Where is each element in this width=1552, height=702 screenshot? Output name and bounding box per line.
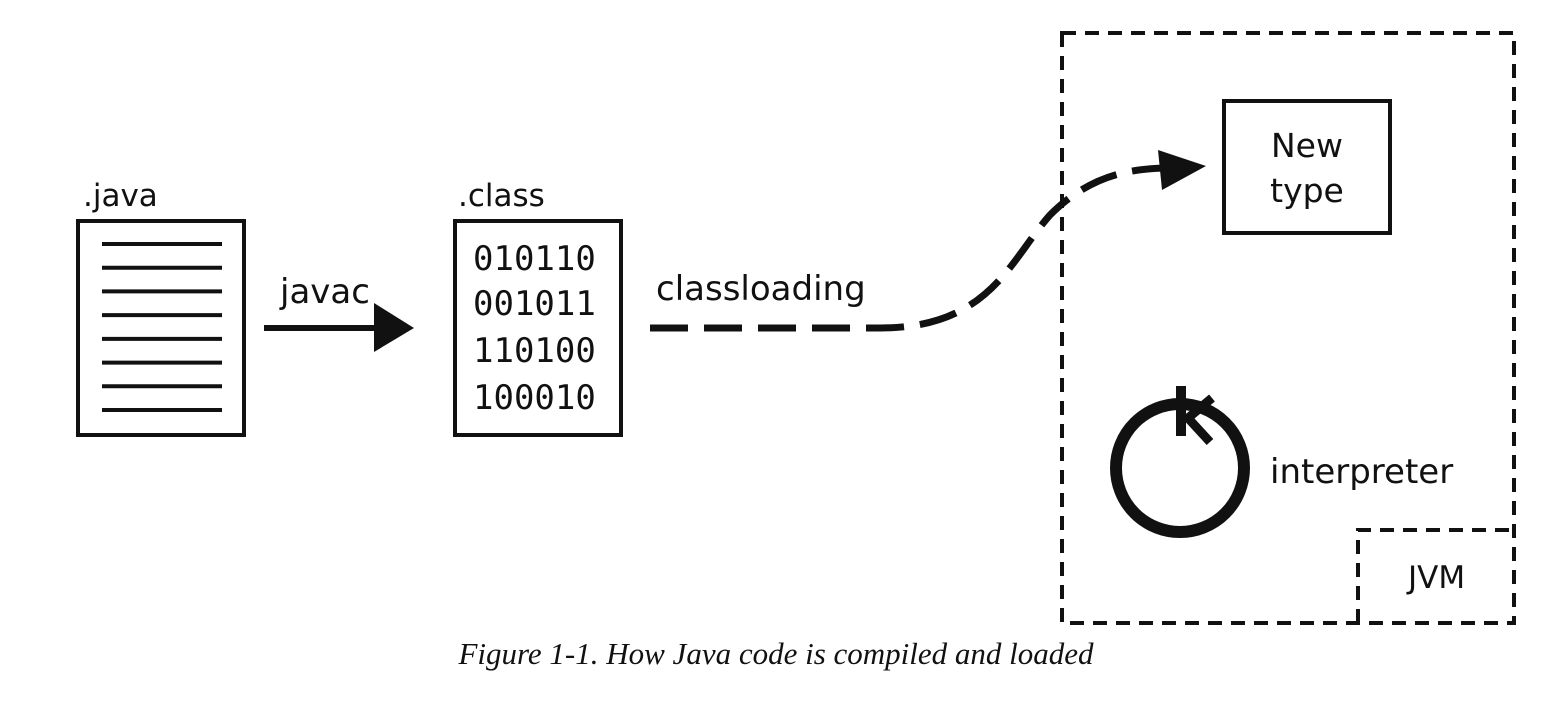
bytecode-line-2: 001011 xyxy=(473,284,596,324)
source-code-lines xyxy=(102,242,222,412)
classloading-label: classloading xyxy=(656,269,866,309)
figure-caption: Figure 1-1. How Java code is compiled an… xyxy=(458,636,1094,671)
java-file-label: .java xyxy=(83,178,158,214)
javac-label: javac xyxy=(279,272,370,312)
interpreter-label: interpreter xyxy=(1270,452,1453,492)
new-type-label-line-1: New xyxy=(1271,126,1343,165)
jvm-label-box xyxy=(1356,528,1514,623)
bytecode-line-4: 100010 xyxy=(473,378,596,418)
classloading-arrow xyxy=(650,164,1173,332)
compile-arrow-head xyxy=(374,303,414,352)
interpreter-loop-arrow-icon xyxy=(1181,394,1215,446)
bytecode-line-3: 110100 xyxy=(473,331,596,371)
java-source-file xyxy=(76,219,246,437)
bytecode-line-1: 010110 xyxy=(473,239,596,279)
classloading-arrow-head xyxy=(1158,150,1206,190)
jvm-label: JVM xyxy=(1406,560,1465,596)
java-compile-load-diagram: .java javac .class 010110 001011 110100 … xyxy=(76,31,1516,625)
new-type-label-line-2: type xyxy=(1270,171,1344,210)
class-bytecode-file xyxy=(453,219,623,437)
class-file-label: .class xyxy=(458,178,545,214)
new-type-box xyxy=(1222,99,1392,235)
jvm-boundary xyxy=(1060,31,1516,625)
